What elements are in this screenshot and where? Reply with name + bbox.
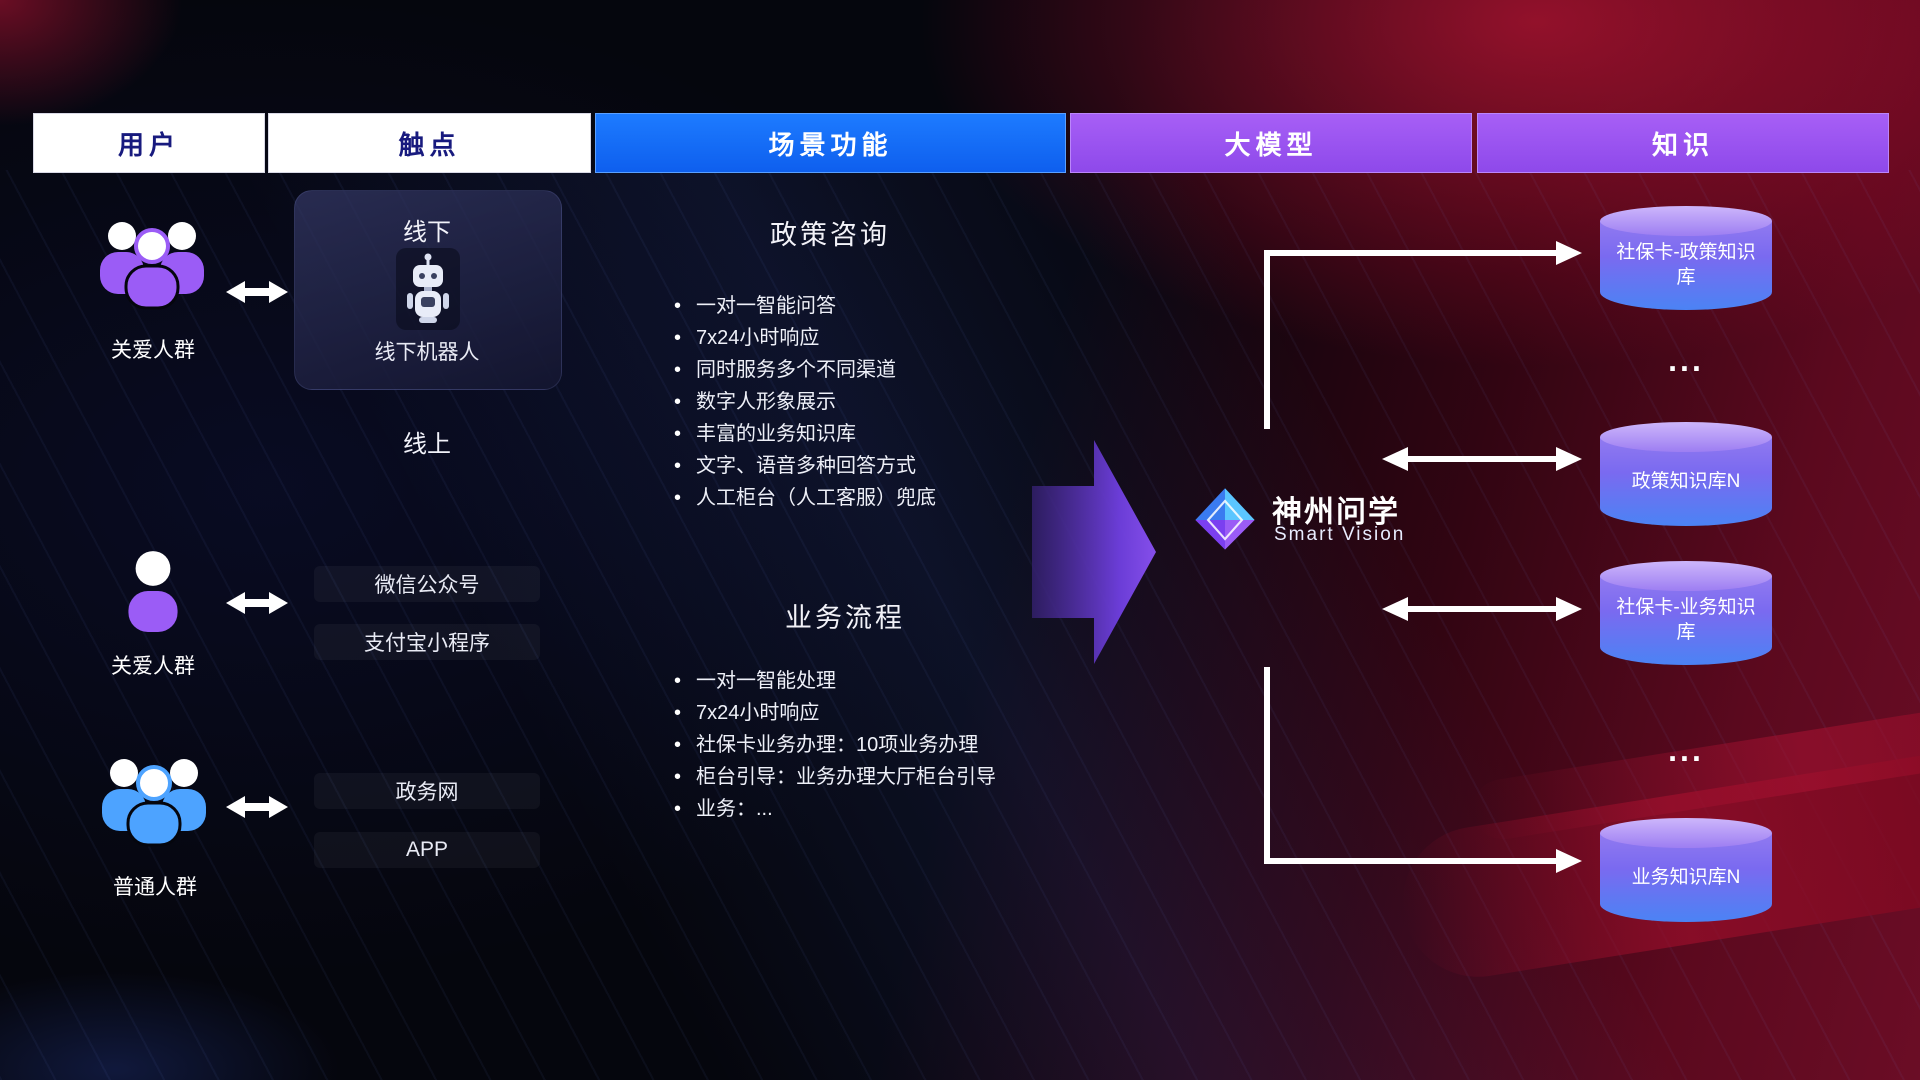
database-cylinder-icon: 业务知识库N (1600, 818, 1772, 922)
model-subtitle: Smart Vision (1274, 524, 1406, 545)
diamond-logo-icon (1189, 484, 1261, 561)
user-group-label: 关爱人群 (111, 655, 195, 678)
bullet-item: 柜台引导：业务办理大厅柜台引导 (672, 766, 996, 788)
header-tab-scenarios: 场景功能 (595, 113, 1066, 173)
bullet-item: 社保卡业务办理：10项业务办理 (672, 734, 996, 756)
process-section-title: 业务流程 (785, 603, 905, 633)
header-tab-users: 用户 (33, 113, 265, 173)
header-tab-model: 大模型 (1070, 113, 1472, 173)
channel-alipay: 支付宝小程序 (314, 624, 540, 660)
offline-robot-label: 线下机器人 (374, 341, 480, 364)
bullet-item: 文字、语音多种回答方式 (672, 455, 936, 477)
robot-icon (396, 248, 460, 330)
bullet-item: 丰富的业务知识库 (672, 423, 936, 445)
header-tab-knowledge: 知识 (1477, 113, 1889, 173)
bullet-item: 7x24小时响应 (672, 327, 936, 349)
bullet-item: 一对一智能处理 (672, 670, 996, 692)
connector-arrow-top (1264, 241, 1582, 429)
person-icon (120, 548, 186, 639)
database-cylinder-icon: 社保卡-政策知识库 (1600, 206, 1772, 310)
header-tab-touchpoints: 触点 (268, 113, 591, 173)
channel-app: APP (314, 832, 540, 868)
offline-title: 线下 (403, 219, 451, 246)
user-group-label: 关爱人群 (111, 339, 195, 362)
process-bullet-list: 一对一智能处理 7x24小时响应 社保卡业务办理：10项业务办理 柜台引导：业务… (672, 670, 996, 830)
bullet-item: 人工柜台（人工客服）兜底 (672, 487, 936, 509)
bullet-item: 同时服务多个不同渠道 (672, 359, 936, 381)
flow-arrow-icon (1032, 440, 1156, 664)
people-group-icon (88, 752, 220, 855)
double-arrow-icon (226, 281, 288, 303)
bullet-item: 一对一智能问答 (672, 295, 936, 317)
knowledge-base-label: 社保卡-业务知识库 (1616, 597, 1756, 643)
connector-arrow-bidirectional (1382, 597, 1582, 621)
knowledge-base-label: 政策知识库N (1631, 470, 1741, 492)
knowledge-base-label: 业务知识库N (1631, 866, 1741, 888)
bullet-item: 数字人形象展示 (672, 391, 936, 413)
model-name: 神州问学 (1272, 496, 1400, 529)
cylinder-cap (1600, 561, 1772, 591)
double-arrow-icon (226, 796, 288, 818)
policy-bullet-list: 一对一智能问答 7x24小时响应 同时服务多个不同渠道 数字人形象展示 丰富的业… (672, 295, 936, 519)
ellipsis-label: ... (1668, 342, 1704, 378)
channel-wechat: 微信公众号 (314, 566, 540, 602)
policy-section-title: 政策咨询 (770, 220, 890, 250)
knowledge-base-label: 社保卡-政策知识库 (1616, 242, 1756, 288)
ellipsis-label: ... (1668, 732, 1704, 768)
connector-arrow-bottom (1264, 667, 1582, 873)
people-group-icon (86, 215, 218, 318)
bullet-item: 业务：... (672, 798, 996, 820)
cylinder-cap (1600, 422, 1772, 452)
cylinder-cap (1600, 206, 1772, 236)
channel-gov-web: 政务网 (314, 773, 540, 809)
connector-arrow-bidirectional (1382, 447, 1582, 471)
online-title: 线上 (403, 431, 451, 458)
user-group-label: 普通人群 (113, 876, 197, 899)
double-arrow-icon (226, 592, 288, 614)
bullet-item: 7x24小时响应 (672, 702, 996, 724)
database-cylinder-icon: 政策知识库N (1600, 422, 1772, 526)
database-cylinder-icon: 社保卡-业务知识库 (1600, 561, 1772, 665)
